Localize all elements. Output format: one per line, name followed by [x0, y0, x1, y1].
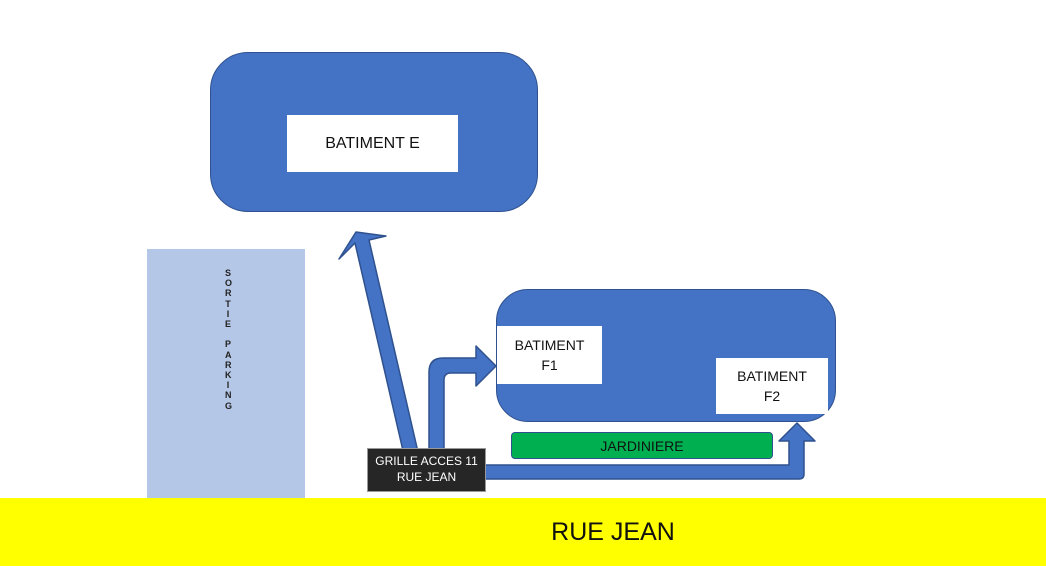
grille-acces: GRILLE ACCES 11 RUE JEAN	[367, 448, 486, 492]
arrow-to-building-f2	[483, 422, 816, 480]
arrow-to-building-e	[338, 231, 422, 469]
building-f2-label: BATIMENT F2	[716, 358, 828, 414]
building-e-label: BATIMENT E	[287, 115, 458, 172]
street-rue-jean: RUE JEAN	[0, 498, 1046, 566]
jardiniere: JARDINIERE	[511, 432, 773, 459]
sortie-parking-label: SORTIE PARKING	[225, 268, 233, 411]
sortie-parking-zone	[147, 249, 305, 501]
arrow-to-building-f1	[428, 345, 497, 471]
building-f1-label: BATIMENT F1	[497, 326, 602, 384]
street-label: RUE JEAN	[551, 517, 675, 546]
